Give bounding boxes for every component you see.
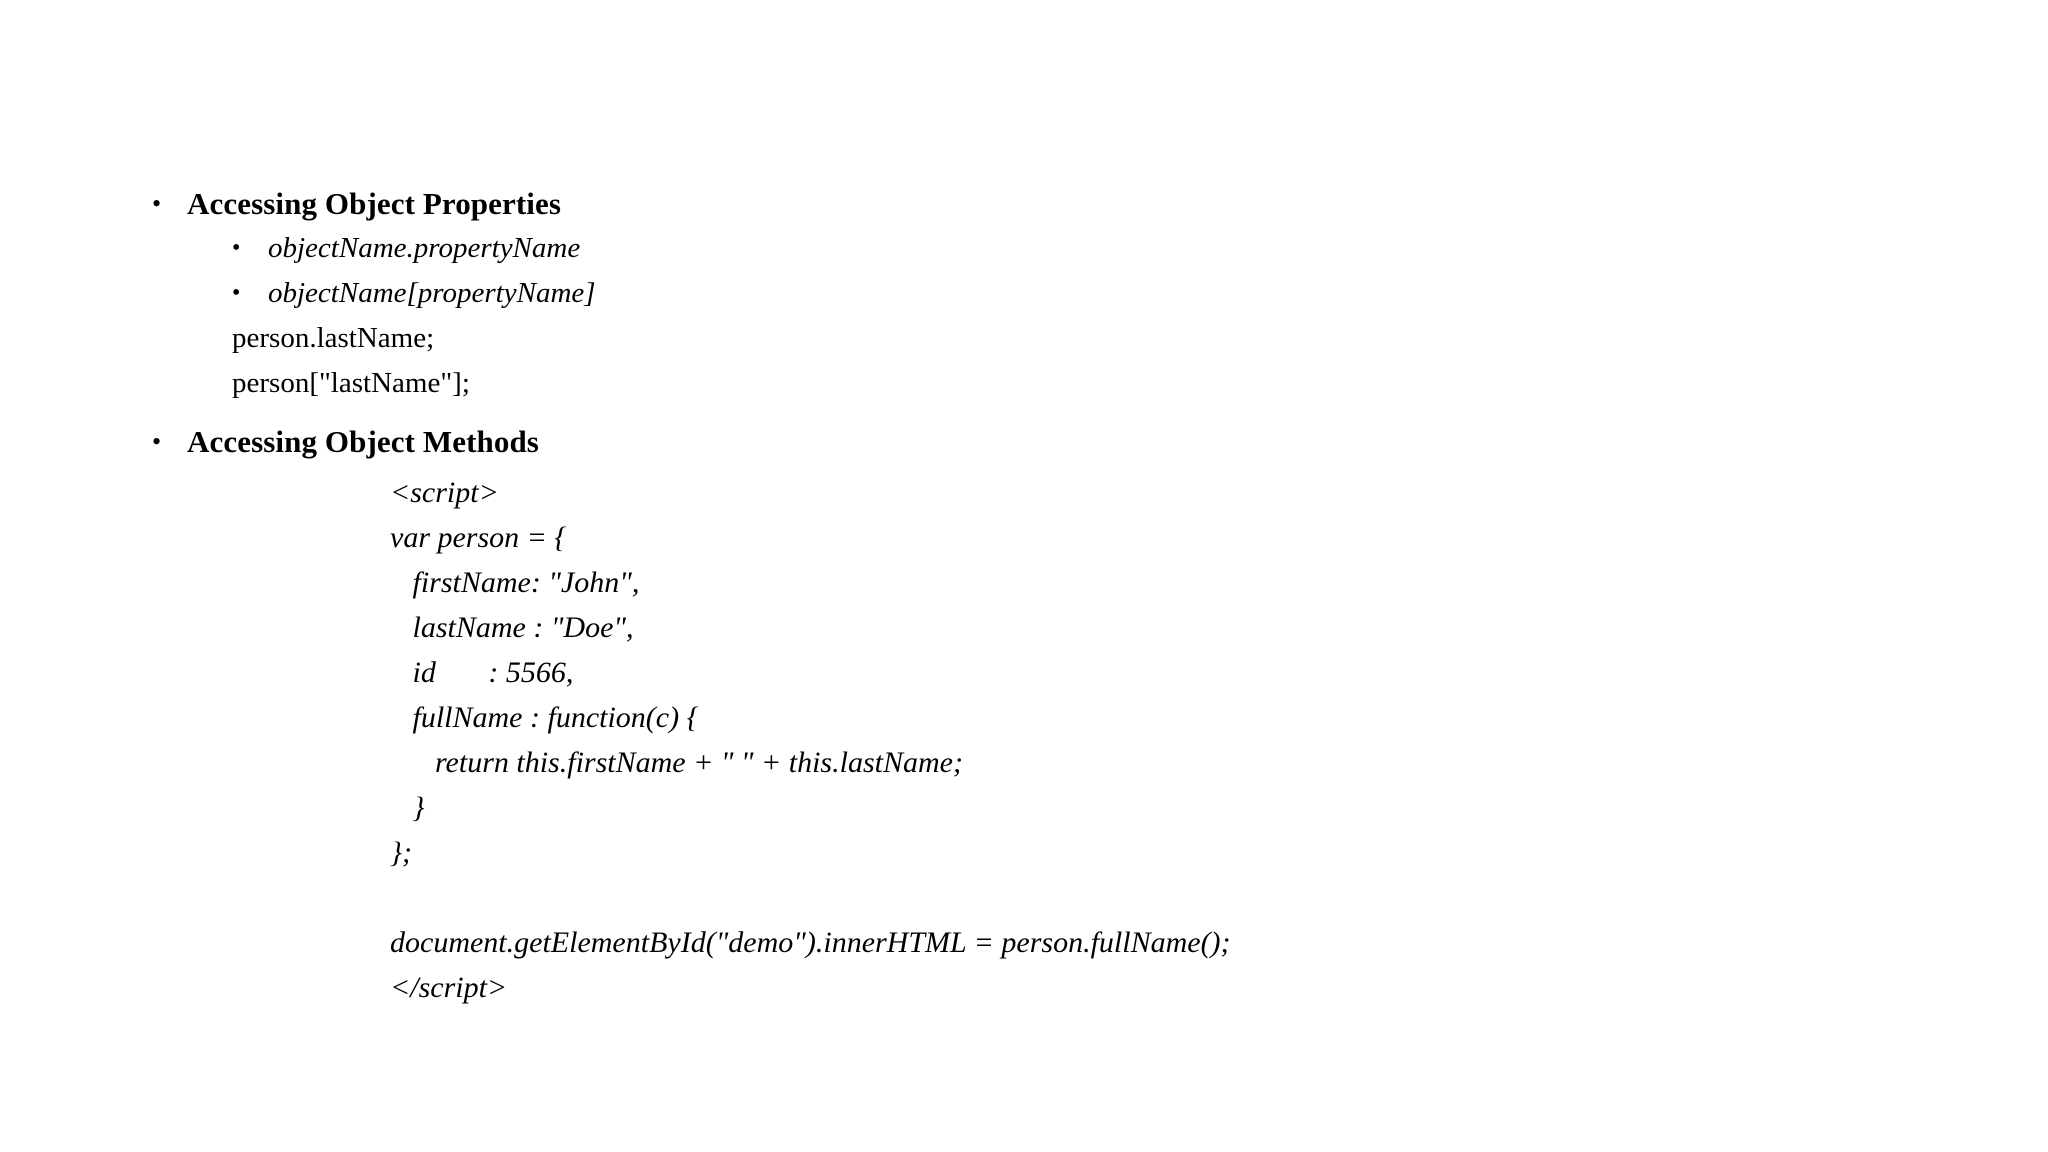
bullet-glyph-icon: • <box>152 189 162 218</box>
code-line: return this.firstName + " " + this.lastN… <box>390 746 963 779</box>
code-line: lastName : "Doe", <box>390 611 634 644</box>
code-line-person-bracket-lastname: person["lastName"]; <box>232 367 470 399</box>
code-line: firstName: "John", <box>390 566 640 599</box>
bullet-level1-label: Accessing Object Properties <box>187 186 562 221</box>
bullet-level2-label: objectName[propertyName] <box>268 277 596 309</box>
code-line: var person = { <box>390 521 567 554</box>
code-line: }; <box>390 836 412 869</box>
bullet-level1-accessing-object-methods: • Accessing Object Methods <box>0 420 2048 464</box>
bullet-glyph-icon: • <box>232 280 241 306</box>
slide-content: • Accessing Object Properties • objectNa… <box>0 182 2048 1010</box>
code-line: <script> <box>390 476 499 509</box>
code-line: fullName : function(c) { <box>390 701 699 734</box>
bullet-glyph-icon: • <box>152 427 162 456</box>
bullet-level2-label: objectName.propertyName <box>268 232 581 264</box>
code-line: id : 5566, <box>390 656 574 689</box>
code-line-person-dot-lastname: person.lastName; <box>232 322 435 354</box>
bullet-level2-object-name-bracket-property: • objectName[propertyName] <box>0 271 2048 316</box>
code-line: } <box>390 791 425 824</box>
code-line: </script> <box>390 971 508 1004</box>
code-line: document.getElementById("demo").innerHTM… <box>390 926 1231 959</box>
code-line-blank <box>390 875 2048 920</box>
bullet-level2-object-name-dot-property: • objectName.propertyName <box>0 226 2048 271</box>
bullet-level1-label: Accessing Object Methods <box>187 424 539 459</box>
bullet-glyph-icon: • <box>232 235 241 261</box>
javascript-code-block: <script> var person = { firstName: "John… <box>0 470 2048 1010</box>
section-spacer <box>0 406 2048 420</box>
bullet-level1-accessing-object-properties: • Accessing Object Properties <box>0 182 2048 226</box>
